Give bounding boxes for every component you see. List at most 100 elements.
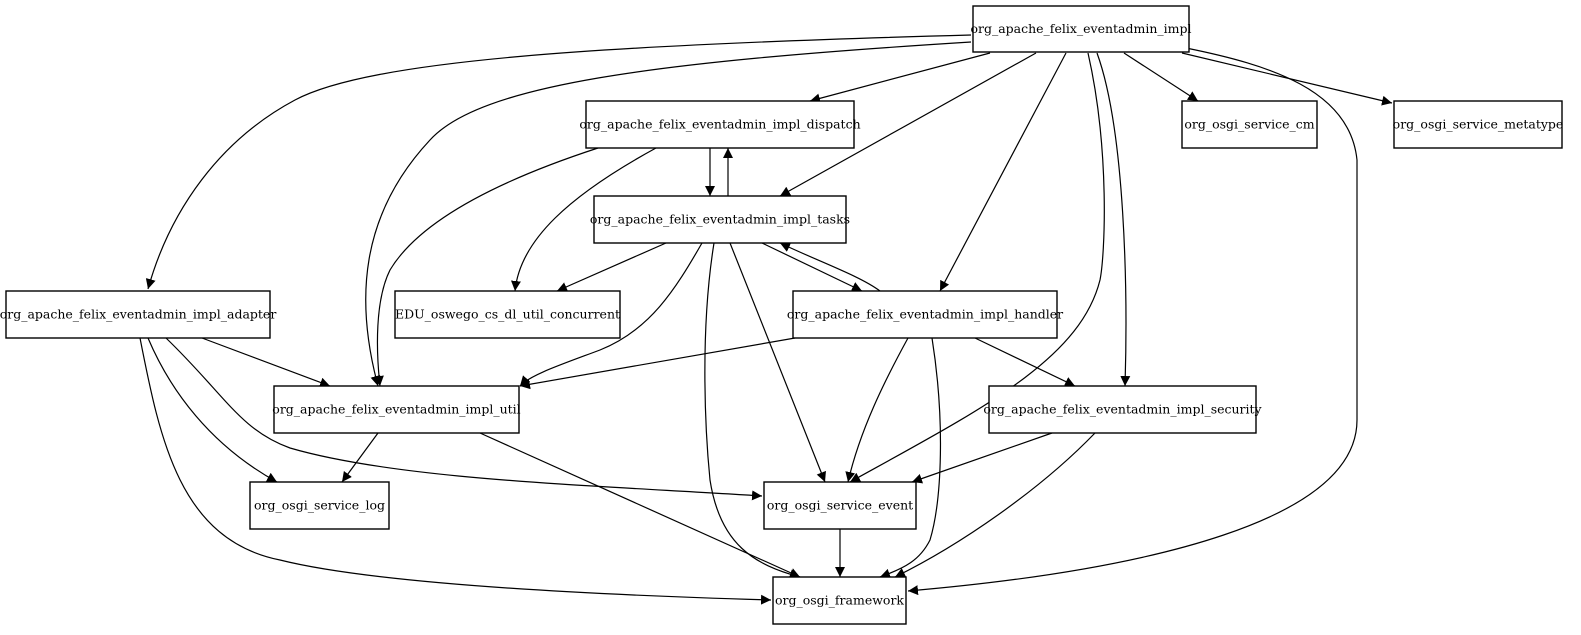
edge-line-util-log bbox=[341, 432, 379, 483]
node-label-framework: org_osgi_framework bbox=[775, 593, 904, 608]
edge-tasks-framework bbox=[704, 242, 801, 580]
node-label-log: org_osgi_service_log bbox=[254, 498, 385, 513]
edge-handler-security bbox=[974, 337, 1076, 387]
node-box-metatype bbox=[1393, 100, 1563, 149]
edge-line-dispatch-concurrent bbox=[511, 147, 657, 292]
nodes: org_apache_felix_eventadmin_impl org_apac… bbox=[0, 5, 1564, 625]
node-util: org_apache_felix_eventadmin_impl_util bbox=[272, 385, 521, 434]
edge-line-tasks-concurrent bbox=[556, 242, 667, 292]
edge-tasks-event bbox=[729, 242, 826, 483]
node-dispatch: org_apache_felix_eventadmin_impl_dispatc… bbox=[579, 100, 861, 149]
edge-line-handler-security bbox=[974, 337, 1076, 387]
node-event: org_osgi_service_event bbox=[763, 481, 917, 530]
edge-dispatch-concurrent bbox=[511, 147, 657, 292]
node-log: org_osgi_service_log bbox=[249, 481, 390, 530]
edge-line-tasks-event bbox=[729, 242, 826, 483]
node-label-concurrent: EDU_oswego_cs_dl_util_concurrent bbox=[395, 307, 620, 322]
edges bbox=[139, 34, 1393, 605]
edge-adapter-util bbox=[201, 337, 331, 388]
node-box-concurrent bbox=[394, 290, 621, 339]
node-box-log bbox=[249, 481, 390, 530]
edge-impl-util bbox=[365, 41, 972, 387]
node-concurrent: EDU_oswego_cs_dl_util_concurrent bbox=[394, 290, 621, 339]
edge-line-adapter-log bbox=[147, 337, 278, 483]
node-box-dispatch bbox=[585, 100, 855, 149]
node-label-util: org_apache_felix_eventadmin_impl_util bbox=[272, 402, 520, 417]
edge-line-tasks-handler bbox=[761, 242, 863, 292]
edge-security-framework bbox=[894, 432, 1096, 578]
edge-adapter-event bbox=[165, 337, 763, 501]
node-framework: org_osgi_framework bbox=[772, 576, 907, 625]
node-box-impl bbox=[972, 5, 1190, 53]
edge-tasks-concurrent bbox=[556, 242, 667, 292]
node-box-handler bbox=[792, 290, 1058, 339]
node-box-util bbox=[273, 385, 520, 434]
edge-handler-event bbox=[845, 337, 909, 483]
edge-line-adapter-framework bbox=[139, 337, 772, 605]
edge-line-tasks-framework bbox=[704, 242, 801, 580]
edge-line-impl-handler bbox=[939, 52, 1067, 292]
edge-handler-util bbox=[519, 337, 796, 390]
edge-line-handler-framework bbox=[879, 337, 942, 579]
node-label-event: org_osgi_service_event bbox=[767, 498, 913, 513]
node-box-adapter bbox=[5, 290, 271, 339]
node-box-framework bbox=[772, 576, 907, 625]
node-box-tasks bbox=[593, 195, 847, 244]
edge-line-impl-dispatch bbox=[809, 52, 991, 104]
node-label-tasks: org_apache_felix_eventadmin_impl_tasks bbox=[590, 212, 850, 227]
edge-line-handler-tasks bbox=[779, 242, 881, 292]
edge-tasks-handler bbox=[761, 242, 863, 292]
edge-line-impl-tasks bbox=[779, 52, 1037, 197]
edge-line-impl-event bbox=[849, 52, 1105, 483]
edge-line-adapter-util bbox=[201, 337, 331, 388]
node-label-adapter: org_apache_felix_eventadmin_impl_adapter bbox=[0, 307, 276, 322]
edge-impl-framework bbox=[907, 47, 1358, 596]
edge-tasks-util bbox=[519, 242, 703, 387]
node-label-metatype: org_osgi_service_metatype bbox=[1393, 117, 1564, 132]
node-label-handler: org_apache_felix_eventadmin_impl_handler bbox=[787, 307, 1063, 322]
edge-adapter-log bbox=[147, 337, 278, 483]
edge-util-log bbox=[341, 432, 379, 483]
edge-line-dispatch-util bbox=[373, 147, 599, 387]
edge-line-impl-security bbox=[1096, 52, 1131, 387]
edge-handler-tasks bbox=[779, 242, 881, 292]
edge-impl-tasks bbox=[779, 52, 1037, 197]
node-handler: org_apache_felix_eventadmin_impl_handler bbox=[787, 290, 1063, 339]
edge-impl-dispatch bbox=[809, 52, 991, 104]
edge-line-impl-util bbox=[365, 41, 972, 387]
edge-line-security-event bbox=[911, 432, 1053, 484]
edge-handler-framework bbox=[879, 337, 942, 579]
node-box-security bbox=[988, 385, 1257, 434]
edge-line-impl-adapter bbox=[145, 34, 972, 290]
node-box-event bbox=[763, 481, 917, 530]
edge-util-framework bbox=[479, 432, 801, 578]
edge-line-security-framework bbox=[894, 432, 1096, 578]
node-tasks: org_apache_felix_eventadmin_impl_tasks bbox=[590, 195, 850, 244]
node-label-dispatch: org_apache_felix_eventadmin_impl_dispatc… bbox=[579, 117, 860, 132]
node-label-impl: org_apache_felix_eventadmin_impl bbox=[970, 21, 1191, 36]
node-adapter: org_apache_felix_eventadmin_impl_adapter bbox=[0, 290, 276, 339]
node-label-cm: org_osgi_service_cm bbox=[1184, 117, 1314, 132]
node-box-cm bbox=[1181, 100, 1318, 149]
edge-line-handler-util bbox=[519, 337, 796, 390]
edge-security-event bbox=[911, 432, 1053, 484]
edge-impl-cm bbox=[1123, 52, 1199, 102]
node-label-security: org_apache_felix_eventadmin_impl_securit… bbox=[983, 402, 1262, 417]
node-cm: org_osgi_service_cm bbox=[1181, 100, 1318, 149]
edge-line-util-framework bbox=[479, 432, 801, 578]
edge-dispatch-util bbox=[373, 147, 599, 387]
edge-impl-handler bbox=[939, 52, 1067, 292]
node-security: org_apache_felix_eventadmin_impl_securit… bbox=[983, 385, 1263, 434]
node-metatype: org_osgi_service_metatype bbox=[1393, 100, 1564, 149]
edge-line-impl-framework bbox=[907, 47, 1358, 596]
edge-line-tasks-util bbox=[519, 242, 703, 387]
edge-adapter-framework bbox=[139, 337, 772, 605]
edge-impl-security bbox=[1096, 52, 1131, 387]
edge-line-impl-cm bbox=[1123, 52, 1199, 102]
edge-line-adapter-event bbox=[165, 337, 763, 501]
edge-line-handler-event bbox=[845, 337, 909, 483]
edge-impl-adapter bbox=[145, 34, 972, 290]
node-impl: org_apache_felix_eventadmin_impl bbox=[970, 5, 1192, 53]
edge-impl-event bbox=[849, 52, 1105, 483]
